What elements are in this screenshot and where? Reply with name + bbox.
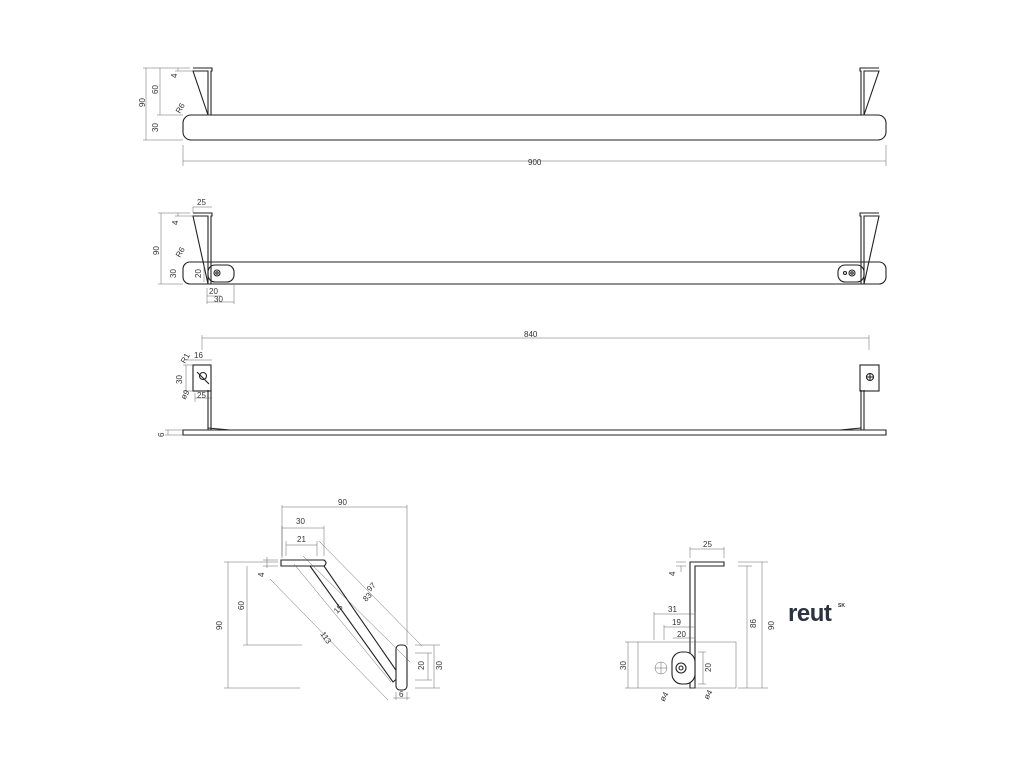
bracket-right-top (859, 67, 880, 116)
brand-logo: reut (788, 600, 832, 627)
brand-suffix: SK (838, 603, 845, 609)
dim-x3: 20 (677, 630, 686, 639)
dim-height-inner: 60 (237, 601, 246, 610)
dim-bar: 30 (619, 661, 628, 670)
dim-width: 90 (338, 498, 347, 507)
top-flange (280, 559, 327, 567)
dim-hole-pos: 20 (194, 269, 203, 278)
dim-bracket-x: 30 (214, 295, 223, 304)
dim-radius: R6 (174, 101, 187, 115)
dim-tube-outer: 30 (435, 661, 444, 670)
detail-angled: 90 30 21 4 97 83 15 113 90 60 20 30 6 (215, 498, 444, 701)
bar-outline (637, 641, 737, 689)
dim-plate: 4 (170, 73, 179, 78)
dim-total: 90 (767, 621, 776, 630)
angled-arm (308, 565, 401, 683)
bar-top (182, 114, 887, 141)
wall-hole-left (198, 371, 208, 381)
bracket-right-front (859, 212, 880, 285)
wall-plate-left (192, 364, 212, 392)
wall-plate-right (859, 364, 880, 392)
dim-plate: 4 (668, 571, 677, 576)
view-top: 90 60 4 R6 30 900 (138, 67, 887, 167)
mount-plate-left (207, 264, 235, 283)
dim-inner: 86 (749, 619, 758, 628)
dim-plate: 4 (257, 572, 266, 577)
mount-plate-right (837, 264, 865, 283)
dim-span: 840 (524, 330, 538, 339)
tube-section (395, 644, 408, 691)
dim-plate: 4 (171, 220, 180, 225)
dim-bar-height: 30 (151, 123, 160, 132)
dim-total-height: 90 (152, 246, 161, 255)
dim-total-height: 90 (138, 98, 147, 107)
view-front: 25 4 90 R6 30 20 20 30 (152, 198, 887, 304)
dim-x1: 31 (668, 605, 677, 614)
dim-bar-height: 30 (169, 269, 178, 278)
dim-tube: 20 (417, 661, 426, 670)
dim-bracket-height: 60 (151, 85, 160, 94)
bracket-left-side (207, 390, 212, 430)
dim-x2: 19 (672, 618, 681, 627)
dim-length: 900 (528, 158, 542, 167)
dim-height: 90 (215, 621, 224, 630)
dim-radius: R6 (174, 245, 187, 259)
mount-hole (675, 662, 687, 674)
view-side: 840 R1 16 30 ø9 25 6 (157, 330, 887, 437)
dim-offset: 25 (197, 391, 206, 400)
dim-flange-inner: 21 (297, 535, 306, 544)
dim-hole-x: 20 (209, 287, 218, 296)
dim-radius: R1 (179, 351, 192, 365)
detail-bracket: 25 4 90 86 31 19 20 30 20 ø4 ø4 (619, 540, 776, 703)
base-strip (182, 429, 887, 436)
dim-flange: 25 (197, 198, 206, 207)
dim-hole-h: 20 (704, 663, 713, 672)
dim-plate-h: 30 (175, 375, 184, 384)
bar-front (182, 261, 887, 285)
dim-slot: 16 (194, 351, 203, 360)
screw-hole-right (848, 269, 856, 277)
dim-thickness: 6 (157, 432, 166, 437)
bracket-right-side (860, 390, 865, 430)
screw-hole-left (213, 269, 221, 277)
bracket-left-top (192, 67, 213, 116)
dim-hole1: ø4 (658, 690, 671, 703)
dim-tube-thick: 6 (399, 690, 404, 699)
dim-flange: 30 (296, 517, 305, 526)
dim-arm-total: 113 (318, 630, 333, 646)
bracket-left-front (192, 212, 213, 285)
dim-flange: 25 (703, 540, 712, 549)
dim-hole2: ø4 (702, 688, 715, 701)
dim-hole-dia: ø9 (179, 388, 192, 401)
